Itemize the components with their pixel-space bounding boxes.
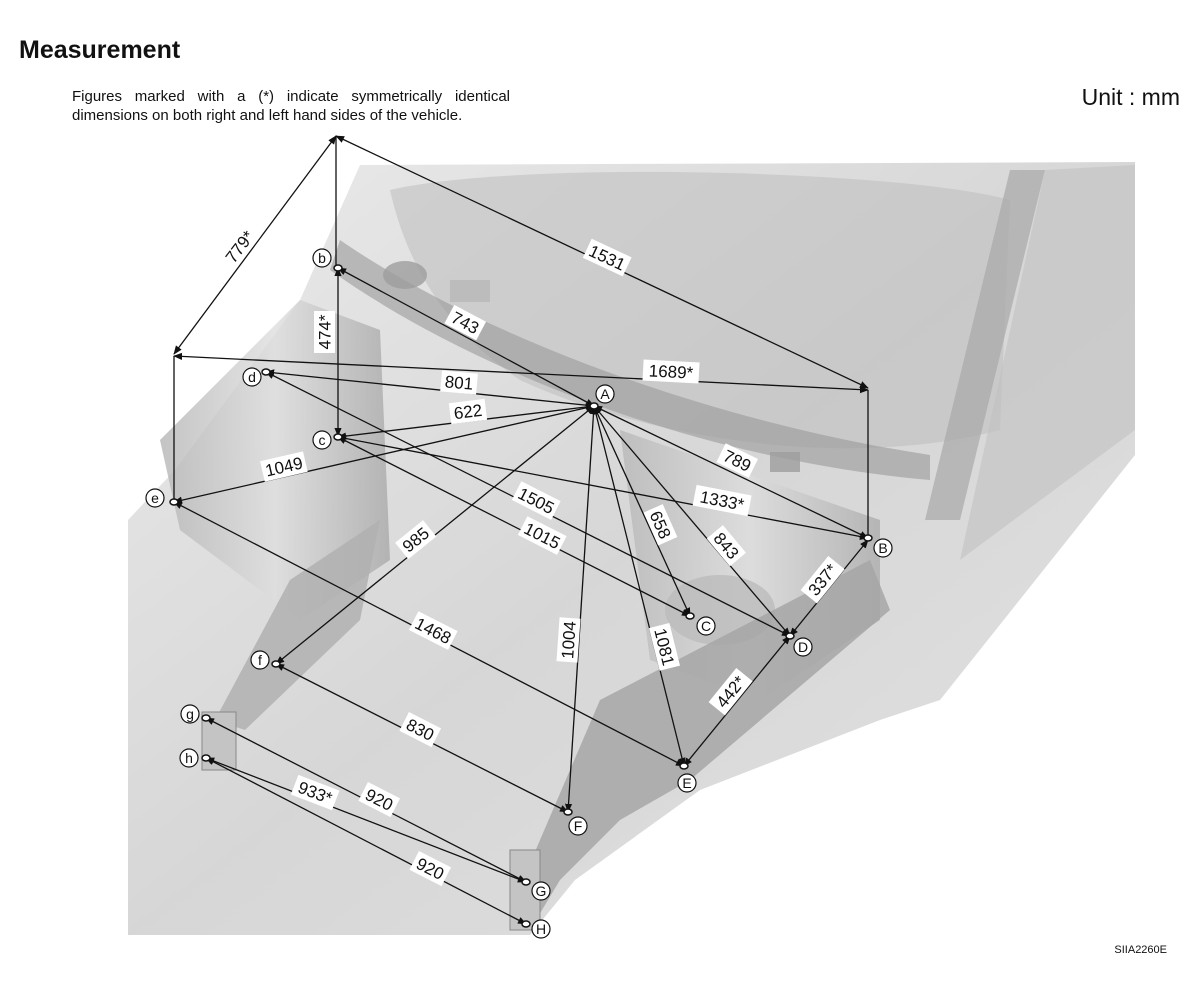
hole-g: [201, 714, 211, 722]
svg-text:801: 801: [444, 372, 474, 393]
dim-line-442: [683, 635, 791, 767]
point-labels: A B C D E F G H b c d e f g h: [145, 248, 893, 939]
svg-text:d: d: [248, 369, 256, 385]
svg-text:c: c: [319, 432, 326, 448]
measurement-holes: [169, 264, 873, 928]
dim-line-779: [173, 135, 337, 355]
svg-text:g: g: [186, 706, 194, 722]
dim-line-1081: [592, 405, 686, 767]
point-label-D: D: [793, 637, 813, 657]
unit-label: Unit : mm: [1081, 84, 1180, 110]
hole-C: [685, 612, 695, 620]
point-label-e: e: [145, 488, 165, 508]
dim-line-1004: [564, 405, 598, 813]
svg-text:b: b: [318, 250, 326, 266]
point-label-d: d: [242, 367, 262, 387]
svg-text:C: C: [701, 618, 711, 634]
hole-A: [589, 402, 599, 410]
hole-E: [679, 762, 689, 770]
point-label-b: b: [312, 248, 332, 268]
point-label-h: h: [179, 748, 199, 768]
hole-c: [333, 433, 343, 441]
svg-text:474*: 474*: [316, 314, 335, 349]
svg-text:A: A: [600, 386, 610, 402]
hole-D: [785, 632, 795, 640]
svg-text:F: F: [574, 818, 583, 834]
dim-label-622: 622: [448, 398, 488, 425]
svg-text:1689*: 1689*: [648, 361, 694, 382]
svg-text:H: H: [536, 921, 546, 937]
page-title: Measurement: [19, 36, 181, 64]
point-label-B: B: [873, 538, 893, 558]
point-label-E: E: [677, 773, 697, 793]
figure-id: SIIA2260E: [1114, 944, 1167, 956]
point-label-f: f: [250, 650, 270, 670]
vehicle-body-illustration: [128, 162, 1135, 935]
hole-d: [261, 368, 271, 376]
svg-text:D: D: [798, 639, 808, 655]
svg-text:B: B: [878, 540, 887, 556]
hole-b: [333, 264, 343, 272]
hole-B: [863, 534, 873, 542]
svg-text:h: h: [185, 750, 193, 766]
svg-text:e: e: [151, 490, 159, 506]
dim-label-474: 474*: [314, 311, 335, 353]
dim-label-801: 801: [440, 370, 478, 395]
point-label-G: G: [531, 881, 551, 901]
hole-F: [563, 808, 573, 816]
dimension-labels: 779* 1531 474* 743 1689* 801 622 789: [218, 223, 845, 887]
hole-e: [169, 498, 179, 506]
dim-label-1004: 1004: [556, 617, 581, 663]
point-label-g: g: [180, 704, 200, 724]
point-label-C: C: [696, 616, 716, 636]
point-label-H: H: [531, 919, 551, 939]
svg-text:622: 622: [453, 401, 483, 423]
svg-text:1004: 1004: [558, 620, 580, 659]
svg-text:f: f: [258, 652, 262, 668]
point-label-c: c: [312, 430, 332, 450]
hole-f: [271, 660, 281, 668]
symmetry-note: Figures marked with a (*) indicate symme…: [72, 88, 510, 124]
svg-text:E: E: [682, 775, 691, 791]
point-label-F: F: [568, 816, 588, 836]
dim-line-920-lower: [205, 757, 527, 925]
hole-h: [201, 754, 211, 762]
point-label-A: A: [595, 384, 615, 404]
dim-label-1081: 1081: [648, 622, 680, 671]
hole-H: [521, 920, 531, 928]
hole-G: [521, 878, 531, 886]
dim-label-830: 830: [399, 712, 442, 748]
dim-label-1689: 1689*: [642, 359, 700, 384]
svg-text:G: G: [536, 883, 547, 899]
